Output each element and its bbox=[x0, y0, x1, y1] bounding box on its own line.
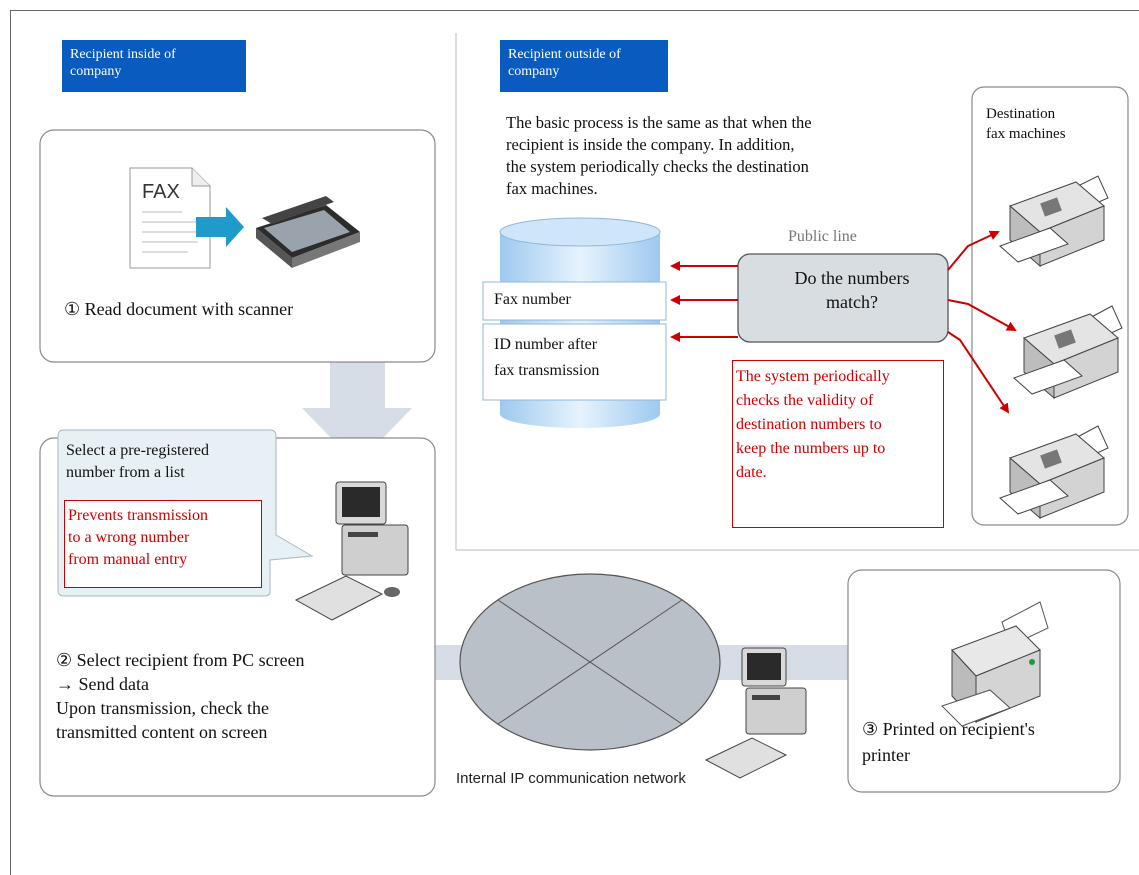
destination-fax-icon-2 bbox=[1013, 305, 1123, 400]
red-arrow-to-fax2 bbox=[947, 299, 1017, 331]
red-arrow-to-fax1 bbox=[947, 230, 1000, 271]
public-line-label: Public line bbox=[788, 228, 857, 245]
match-box bbox=[737, 253, 949, 343]
prevent-note: Prevents transmission to a wrong number … bbox=[64, 500, 262, 588]
scanner-icon bbox=[256, 196, 360, 268]
pc-icon bbox=[294, 481, 409, 621]
diagram-frame bbox=[10, 10, 1139, 875]
db-row-fax-number: Fax number bbox=[494, 291, 571, 308]
db-row-fax-box bbox=[482, 281, 667, 321]
db-row-id-box bbox=[482, 323, 667, 401]
red-arrow-to-fax3 bbox=[947, 331, 1010, 414]
destination-fax-icon-3 bbox=[999, 425, 1109, 520]
right-section-tag: Recipient outside of company bbox=[500, 40, 668, 92]
recipient-printer-icon bbox=[941, 601, 1049, 727]
match-question: Do the numbers match? bbox=[794, 268, 910, 312]
left-section-tag: Recipient inside of company bbox=[62, 40, 246, 92]
network-ellipse bbox=[459, 573, 721, 751]
fax-document-label: FAX bbox=[142, 181, 180, 203]
red-arrows bbox=[670, 230, 1017, 414]
destination-fax-icon-1 bbox=[999, 175, 1109, 268]
step2-text: ② Select recipient from PC screen → Send… bbox=[56, 650, 305, 742]
destination-label: Destination fax machines bbox=[986, 106, 1066, 142]
fax-document-icon bbox=[129, 167, 211, 269]
scan-panel bbox=[39, 129, 436, 363]
network-label: Internal IP communication network bbox=[456, 770, 686, 787]
validity-note: The system periodically checks the valid… bbox=[732, 360, 944, 528]
network-pc-icon bbox=[704, 647, 807, 779]
intro-text: The basic process is the same as that wh… bbox=[506, 113, 812, 198]
flow-arrow-down bbox=[302, 350, 412, 465]
callout-text: Select a pre-registered number from a li… bbox=[66, 442, 210, 481]
step3-text: ③ Printed on recipient's printer bbox=[862, 719, 1035, 765]
step1-text: ① Read document with scanner bbox=[64, 299, 294, 319]
db-row-id-number: ID number after fax transmission bbox=[494, 336, 600, 379]
scan-arrow-icon bbox=[196, 207, 244, 247]
